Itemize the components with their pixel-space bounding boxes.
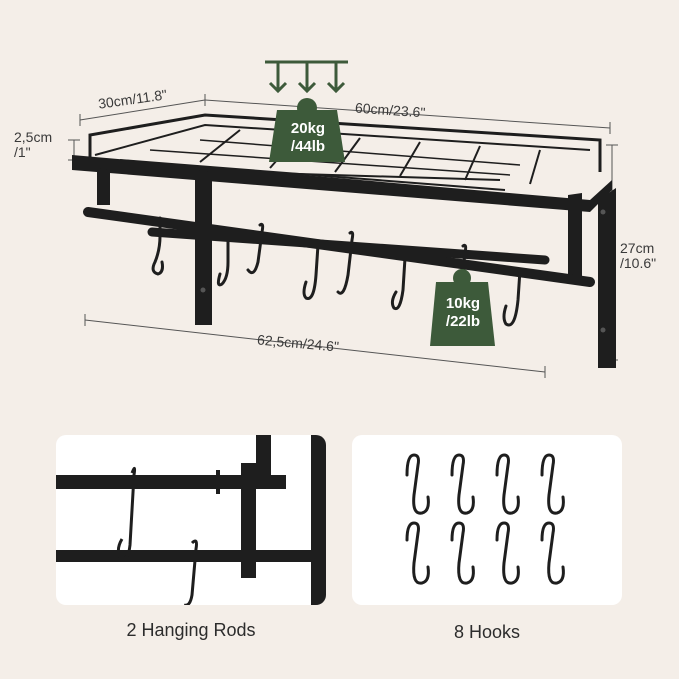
- rod-capacity-label: 10kg /22lb: [445, 295, 481, 330]
- left-back-bracket: [97, 168, 110, 205]
- height-label: 27cm /10.6": [620, 240, 657, 271]
- wall-shelf-illustration: [68, 60, 618, 378]
- hooks: [151, 216, 522, 327]
- right-bracket: [598, 188, 616, 368]
- right-mid-bracket: [568, 193, 582, 280]
- hanging-rods-caption: 2 Hanging Rods: [126, 620, 256, 640]
- load-arrows: [265, 60, 348, 94]
- shelf-capacity-label: 20kg /44lb: [290, 120, 326, 155]
- rail-height-label: 2,5cm /1": [14, 129, 53, 160]
- shelf-front-bar: [72, 155, 612, 212]
- hanging-rods-closeup-icon: [56, 435, 326, 605]
- hooks-caption: 8 Hooks: [453, 622, 521, 642]
- rod-weight-badge: [430, 269, 495, 346]
- s-hooks-set-icon: [405, 453, 565, 585]
- hanging-rods-panel: [56, 435, 326, 605]
- back-hanging-rod: [147, 227, 550, 265]
- left-bracket: [195, 170, 212, 325]
- hooks-panel: [352, 435, 622, 605]
- shelf-weight-badge: [269, 98, 345, 162]
